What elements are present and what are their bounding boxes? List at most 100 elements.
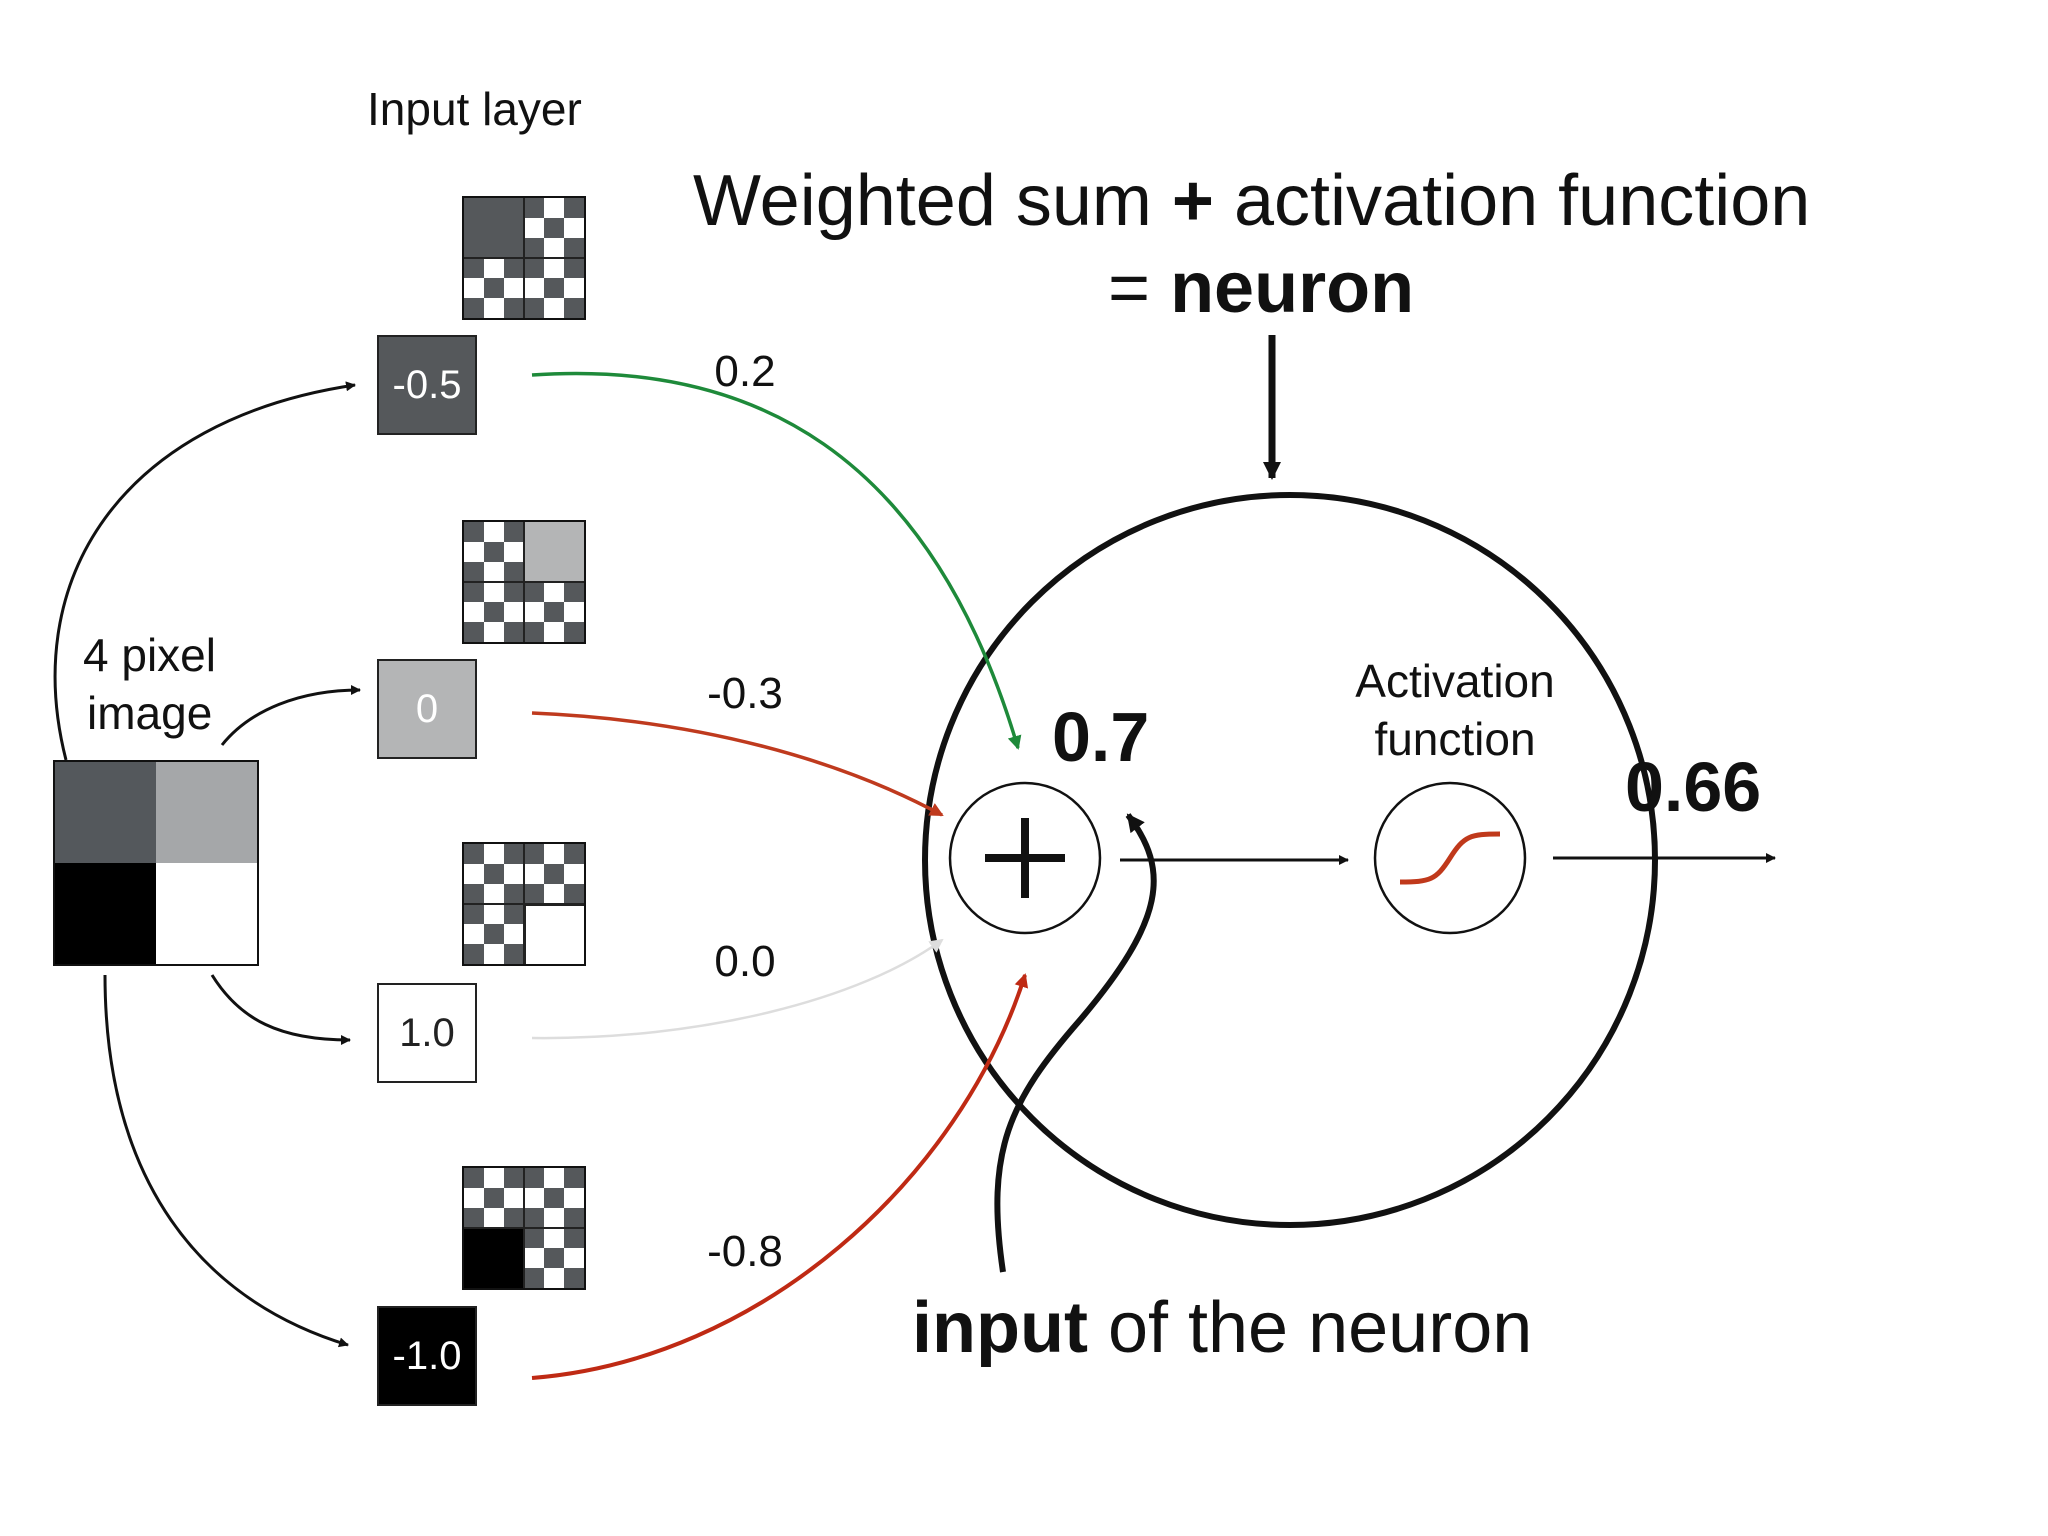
checker-square bbox=[564, 198, 584, 218]
checker-square bbox=[504, 562, 524, 582]
checker-square bbox=[544, 844, 564, 864]
checker-square bbox=[544, 1228, 564, 1248]
four-pixel-image bbox=[53, 760, 259, 966]
checker-square bbox=[524, 1248, 544, 1268]
checker-square bbox=[484, 1188, 504, 1208]
checker-square bbox=[504, 864, 524, 884]
checker-square bbox=[564, 884, 584, 904]
checker-square bbox=[524, 864, 544, 884]
checker-square bbox=[544, 602, 564, 622]
checker-square bbox=[524, 1228, 544, 1248]
grid-divider bbox=[464, 257, 584, 259]
checker-square bbox=[464, 298, 484, 318]
neuron-circle bbox=[922, 492, 1658, 1228]
checker-square bbox=[484, 622, 504, 642]
checker-square bbox=[524, 1168, 544, 1188]
checker-square bbox=[484, 844, 504, 864]
activation-label-line2: function bbox=[1374, 713, 1536, 765]
checker-square bbox=[564, 582, 584, 602]
checker-square bbox=[564, 844, 584, 864]
checker-square bbox=[464, 602, 484, 622]
checker-square bbox=[544, 218, 564, 238]
checker-square bbox=[464, 562, 484, 582]
checker-square bbox=[544, 1268, 564, 1288]
activation-label-line1: Activation bbox=[1355, 655, 1555, 707]
input-1-pixel-map bbox=[462, 196, 586, 320]
checker-square bbox=[524, 582, 544, 602]
weight-label-2: -0.3 bbox=[707, 669, 783, 718]
grid-divider bbox=[464, 1227, 584, 1229]
checker-square bbox=[564, 298, 584, 318]
checker-square bbox=[504, 904, 524, 924]
weight-arrow-3 bbox=[531, 938, 944, 1040]
weight-arrow-2 bbox=[531, 711, 944, 817]
checker-square bbox=[544, 1188, 564, 1208]
input-caption-arrow bbox=[994, 813, 1157, 1273]
checker-square bbox=[564, 864, 584, 884]
checker-square bbox=[464, 522, 484, 542]
checker-square bbox=[464, 1168, 484, 1188]
checker-square bbox=[524, 622, 544, 642]
weight-label-4: -0.8 bbox=[707, 1227, 783, 1276]
checker-square bbox=[484, 562, 504, 582]
checker-square bbox=[504, 1188, 524, 1208]
pixel-top-left bbox=[55, 762, 156, 863]
checker-square bbox=[464, 622, 484, 642]
checker-square bbox=[484, 582, 504, 602]
checker-square bbox=[544, 1208, 564, 1228]
output-value: 0.66 bbox=[1625, 748, 1762, 826]
weight-label-3: 0.0 bbox=[714, 937, 776, 986]
checker-square bbox=[504, 602, 524, 622]
checker-square bbox=[504, 298, 524, 318]
checker-square bbox=[564, 1228, 584, 1248]
checker-square bbox=[544, 298, 564, 318]
pixel-bottom-right bbox=[156, 863, 257, 964]
checker-square bbox=[484, 278, 504, 298]
grid-divider bbox=[464, 903, 584, 905]
checker-square bbox=[464, 904, 484, 924]
checker-square bbox=[484, 258, 504, 278]
checker-square bbox=[464, 864, 484, 884]
checker-square bbox=[484, 904, 504, 924]
checker-square bbox=[564, 258, 584, 278]
highlighted-pixel bbox=[464, 198, 524, 258]
input-4-pixel-map bbox=[462, 1166, 586, 1290]
image-to-input-1-arrow bbox=[53, 381, 356, 761]
checker-square bbox=[484, 924, 504, 944]
checker-square bbox=[524, 602, 544, 622]
checker-square bbox=[484, 542, 504, 562]
checker-square bbox=[524, 218, 544, 238]
subtitle-equals: = bbox=[1108, 248, 1151, 328]
checker-square bbox=[484, 864, 504, 884]
input-layer-label: Input layer bbox=[367, 83, 582, 135]
plus-icon bbox=[985, 818, 1065, 898]
image-to-input-4-arrow bbox=[103, 974, 349, 1348]
highlighted-pixel bbox=[464, 1228, 524, 1288]
input-caption-rest: of the neuron bbox=[1107, 1288, 1533, 1368]
checker-square bbox=[484, 1208, 504, 1228]
input-caption: input of the neuron bbox=[912, 1292, 1532, 1364]
sum-node bbox=[948, 781, 1102, 935]
checker-square bbox=[544, 622, 564, 642]
checker-square bbox=[544, 582, 564, 602]
highlighted-pixel bbox=[524, 904, 584, 964]
diagram-subtitle: = neuron bbox=[1108, 252, 1414, 324]
checker-square bbox=[504, 924, 524, 944]
checker-square bbox=[504, 582, 524, 602]
checker-square bbox=[564, 1248, 584, 1268]
checker-square bbox=[524, 884, 544, 904]
checker-square bbox=[464, 884, 484, 904]
checker-square bbox=[464, 582, 484, 602]
checker-square bbox=[524, 238, 544, 258]
checker-square bbox=[564, 278, 584, 298]
checker-square bbox=[524, 1268, 544, 1288]
checker-square bbox=[524, 258, 544, 278]
checker-square bbox=[564, 238, 584, 258]
checker-square bbox=[484, 298, 504, 318]
checker-square bbox=[544, 864, 564, 884]
checker-square bbox=[484, 1168, 504, 1188]
checker-square bbox=[524, 844, 544, 864]
checker-square bbox=[504, 522, 524, 542]
input-node-3: 1.0 bbox=[377, 983, 477, 1083]
